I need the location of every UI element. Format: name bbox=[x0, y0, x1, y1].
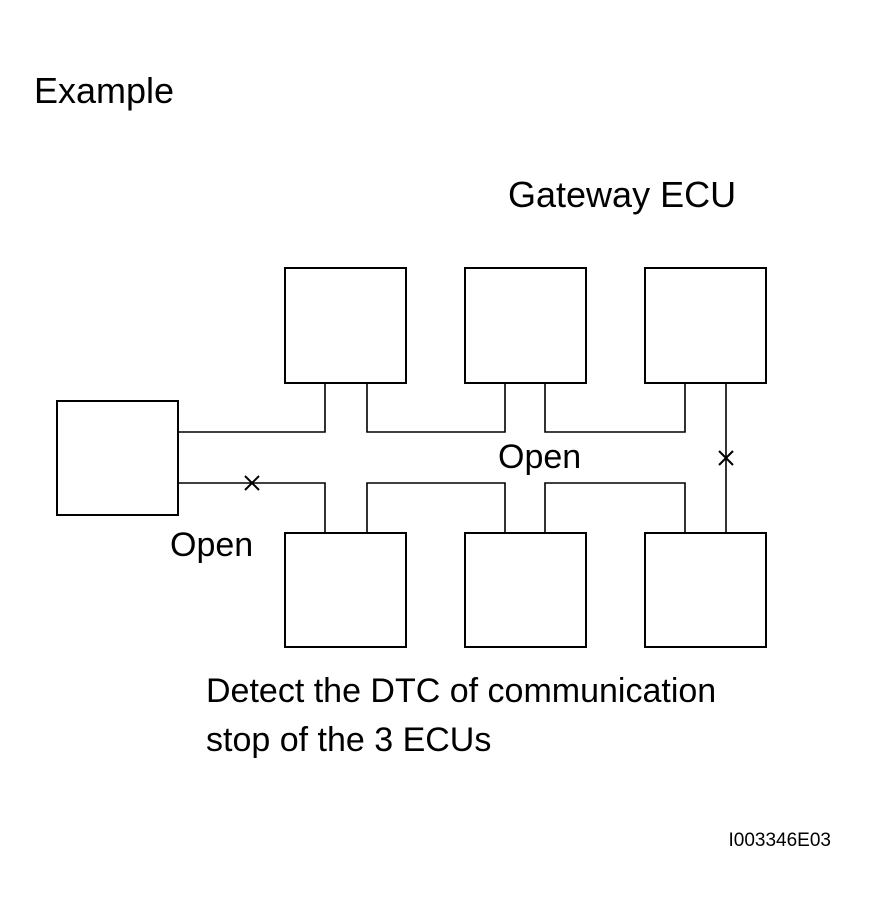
open-label-lower: Open bbox=[170, 526, 253, 564]
ecu-box-bottom-1 bbox=[284, 532, 407, 648]
ecu-box-bottom-3 bbox=[644, 532, 767, 648]
lower-bus-segment-3 bbox=[544, 482, 686, 533]
ecu-box-bottom-2 bbox=[464, 532, 587, 648]
ecu-box-top-1 bbox=[284, 267, 407, 384]
example-label: Example bbox=[34, 70, 174, 111]
ecu-boxes bbox=[56, 267, 767, 648]
upper-bus-segment-2 bbox=[366, 383, 506, 433]
upper-bus-segment-1 bbox=[178, 383, 326, 433]
upper-bus-segment-3 bbox=[544, 383, 686, 433]
bus-wiring bbox=[178, 383, 727, 533]
lower-bus-segment-2 bbox=[366, 482, 506, 533]
ecu-box-left bbox=[56, 400, 179, 516]
caption-line-1: Detect the DTC of communication bbox=[206, 672, 716, 710]
open-label-upper: Open bbox=[498, 438, 581, 476]
caption-line-2: stop of the 3 ECUs bbox=[206, 721, 491, 759]
break-mark-right bbox=[718, 450, 734, 466]
figure-id: I003346E03 bbox=[729, 830, 832, 851]
ecu-box-top-3 bbox=[644, 267, 767, 384]
break-mark-left bbox=[244, 475, 260, 491]
gateway-ecu-label: Gateway ECU bbox=[508, 174, 736, 215]
ecu-box-top-2 bbox=[464, 267, 587, 384]
lower-bus-segment-1 bbox=[178, 482, 326, 533]
